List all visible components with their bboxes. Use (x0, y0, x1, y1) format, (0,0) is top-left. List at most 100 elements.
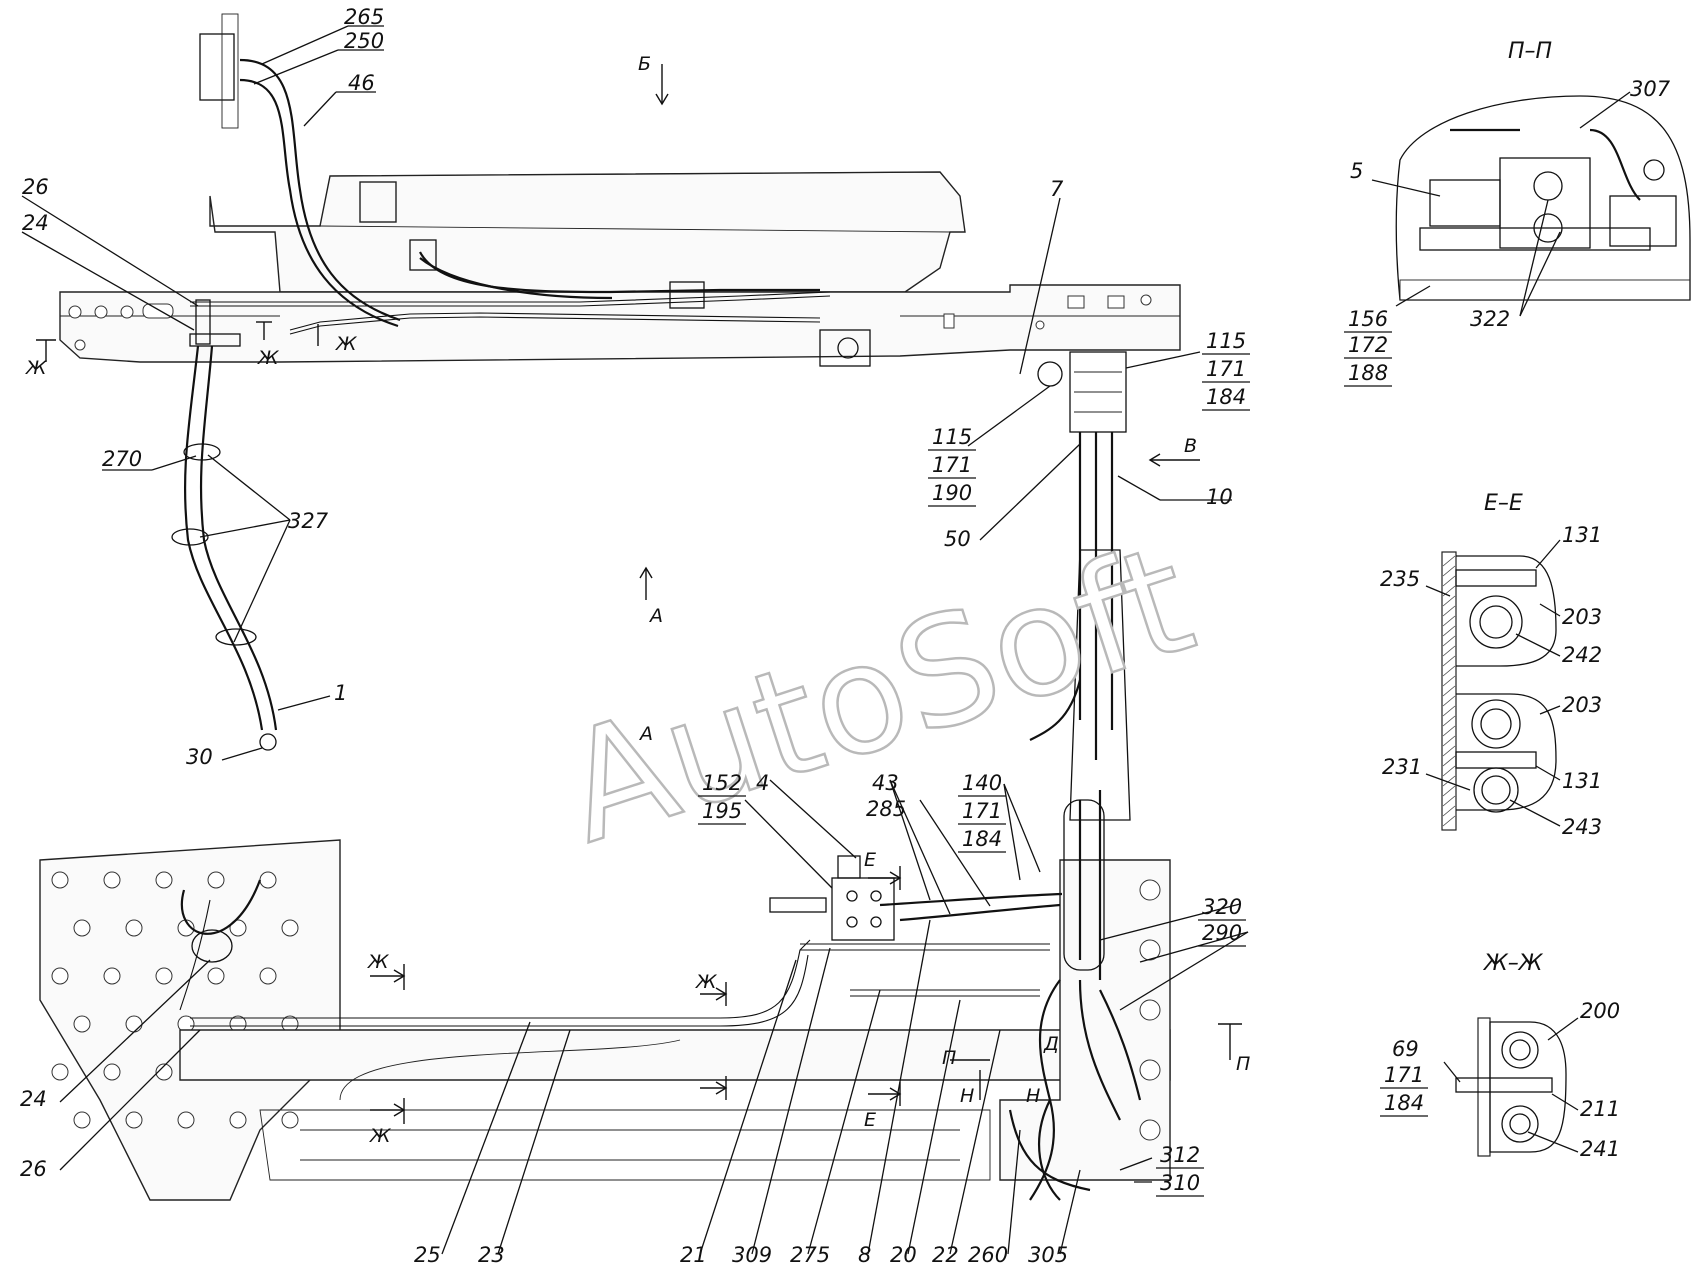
callout-310: 310 (1160, 1171, 1200, 1195)
callout-20: 20 (890, 1243, 917, 1267)
hatch-line (1442, 685, 1456, 697)
view-label-e-bottom: Е (864, 1109, 876, 1131)
callout-22: 22 (932, 1243, 959, 1267)
upper-view-arrows (36, 64, 1200, 600)
plate-hole (73, 919, 91, 937)
upper-clamp-1 (183, 443, 221, 461)
plate-hole (103, 1063, 121, 1081)
callout-250: 250 (344, 29, 384, 53)
callout-7: 7 (1050, 177, 1064, 201)
lower-bottom-rail-lines (300, 1129, 960, 1161)
hatch-line (1442, 785, 1456, 797)
upper-clamp-3 (215, 628, 257, 646)
callout-25: 25 (414, 1243, 441, 1267)
callout-10: 10 (1206, 485, 1233, 509)
view-label-zh-mid2: Ж (367, 951, 390, 973)
section-ee-leaders (1425, 539, 1561, 827)
callout-184-c: 184 (962, 827, 1002, 851)
callout-8: 8 (858, 1243, 871, 1267)
upper-pipe-lower (289, 312, 821, 335)
callout-underlines (698, 331, 1428, 1197)
plate-hole (281, 919, 299, 937)
upper-hose-center2 (419, 257, 613, 300)
view-label-b: Б (638, 53, 651, 75)
callout-69: 69 (1392, 1037, 1419, 1061)
lower-pipe-right (800, 943, 1050, 997)
lower-fitting (769, 897, 827, 913)
upper-view (21, 13, 1232, 821)
callout-285: 285 (866, 797, 906, 821)
upper-valve-block (819, 329, 871, 367)
section-zhzh-clamp (1489, 1021, 1567, 1153)
callout-152: 152 (702, 771, 742, 795)
upper-valve-round (1037, 361, 1063, 387)
plate-hole (51, 967, 69, 985)
lower-pipe-25 (190, 939, 811, 1027)
upper-beam-holes (68, 294, 1152, 351)
callout-290: 290 (1202, 921, 1242, 945)
view-label-n-right: Н (1026, 1085, 1040, 1107)
section-pp-leaders (1371, 91, 1631, 317)
section-title-ee: Е–Е (1484, 491, 1523, 516)
lower-view (39, 779, 1249, 1255)
callout-309: 309 (732, 1243, 772, 1267)
upper-hose-270a (183, 345, 264, 731)
upper-hose-270b (199, 345, 278, 731)
callout-242: 242 (1562, 643, 1602, 667)
callout-24-upper: 24 (22, 211, 49, 235)
upper-left-bracket (189, 333, 241, 347)
plate-hole (229, 1111, 247, 1129)
callout-26-lower: 26 (20, 1157, 47, 1181)
upper-crossmember-edge (319, 171, 951, 233)
lower-valve-block (831, 877, 895, 941)
view-label-zh-top: Ж (335, 333, 358, 355)
hatch-line (1442, 605, 1456, 617)
plate-hole (155, 1063, 173, 1081)
view-label-e-top: Е (864, 849, 876, 871)
upper-bracket (359, 181, 397, 223)
callout-188: 188 (1348, 361, 1388, 385)
callout-50: 50 (944, 527, 971, 551)
callout-195: 195 (702, 799, 742, 823)
view-label-zh-left: Ж (25, 357, 48, 379)
upper-hose-250 (239, 78, 399, 328)
callout-184-a: 184 (1206, 385, 1246, 409)
callout-115-a: 115 (1206, 329, 1246, 353)
upper-top-plate (221, 13, 239, 129)
view-label-a-up: А (648, 605, 663, 627)
callout-305: 305 (1028, 1243, 1068, 1267)
upper-vertical-sleeve (1069, 549, 1131, 821)
callout-140: 140 (962, 771, 1002, 795)
hatch-line (1442, 675, 1456, 687)
callout-4: 4 (756, 771, 769, 795)
lower-under-pipe (339, 1039, 681, 1101)
plate-hole (73, 1111, 91, 1129)
lower-left-coupler-hose (181, 879, 262, 935)
callout-320: 320 (1202, 895, 1242, 919)
view-label-zh-bottom: Ж (369, 1125, 392, 1147)
hatch-line (1442, 755, 1456, 767)
view-label-v: В (1184, 435, 1197, 457)
callout-30: 30 (186, 745, 213, 769)
callout-307: 307 (1630, 77, 1671, 101)
section-ee-pipe-243 (1473, 767, 1519, 813)
upper-main-beam (59, 284, 1181, 363)
plate-hole (155, 871, 173, 889)
lower-right-plate (999, 859, 1171, 1181)
callout-131-a: 131 (1562, 523, 1602, 547)
plate-hole (229, 919, 247, 937)
upper-coupling-head-lines (1074, 371, 1122, 413)
hatch-line (1442, 735, 1456, 747)
lower-hose-285 (899, 903, 1061, 922)
callout-327: 327 (288, 509, 329, 533)
callout-243: 243 (1562, 815, 1602, 839)
callout-203-a: 203 (1562, 605, 1602, 629)
section-title-zhzh: Ж–Ж (1482, 951, 1544, 976)
callout-190: 190 (932, 481, 972, 505)
upper-hose-branch (1029, 679, 1082, 741)
section-zhzh-leaders (1443, 1017, 1579, 1153)
section-ee-bolt-bottom (1455, 751, 1537, 769)
hatch-line (1442, 635, 1456, 647)
hatch-line (1442, 625, 1456, 637)
